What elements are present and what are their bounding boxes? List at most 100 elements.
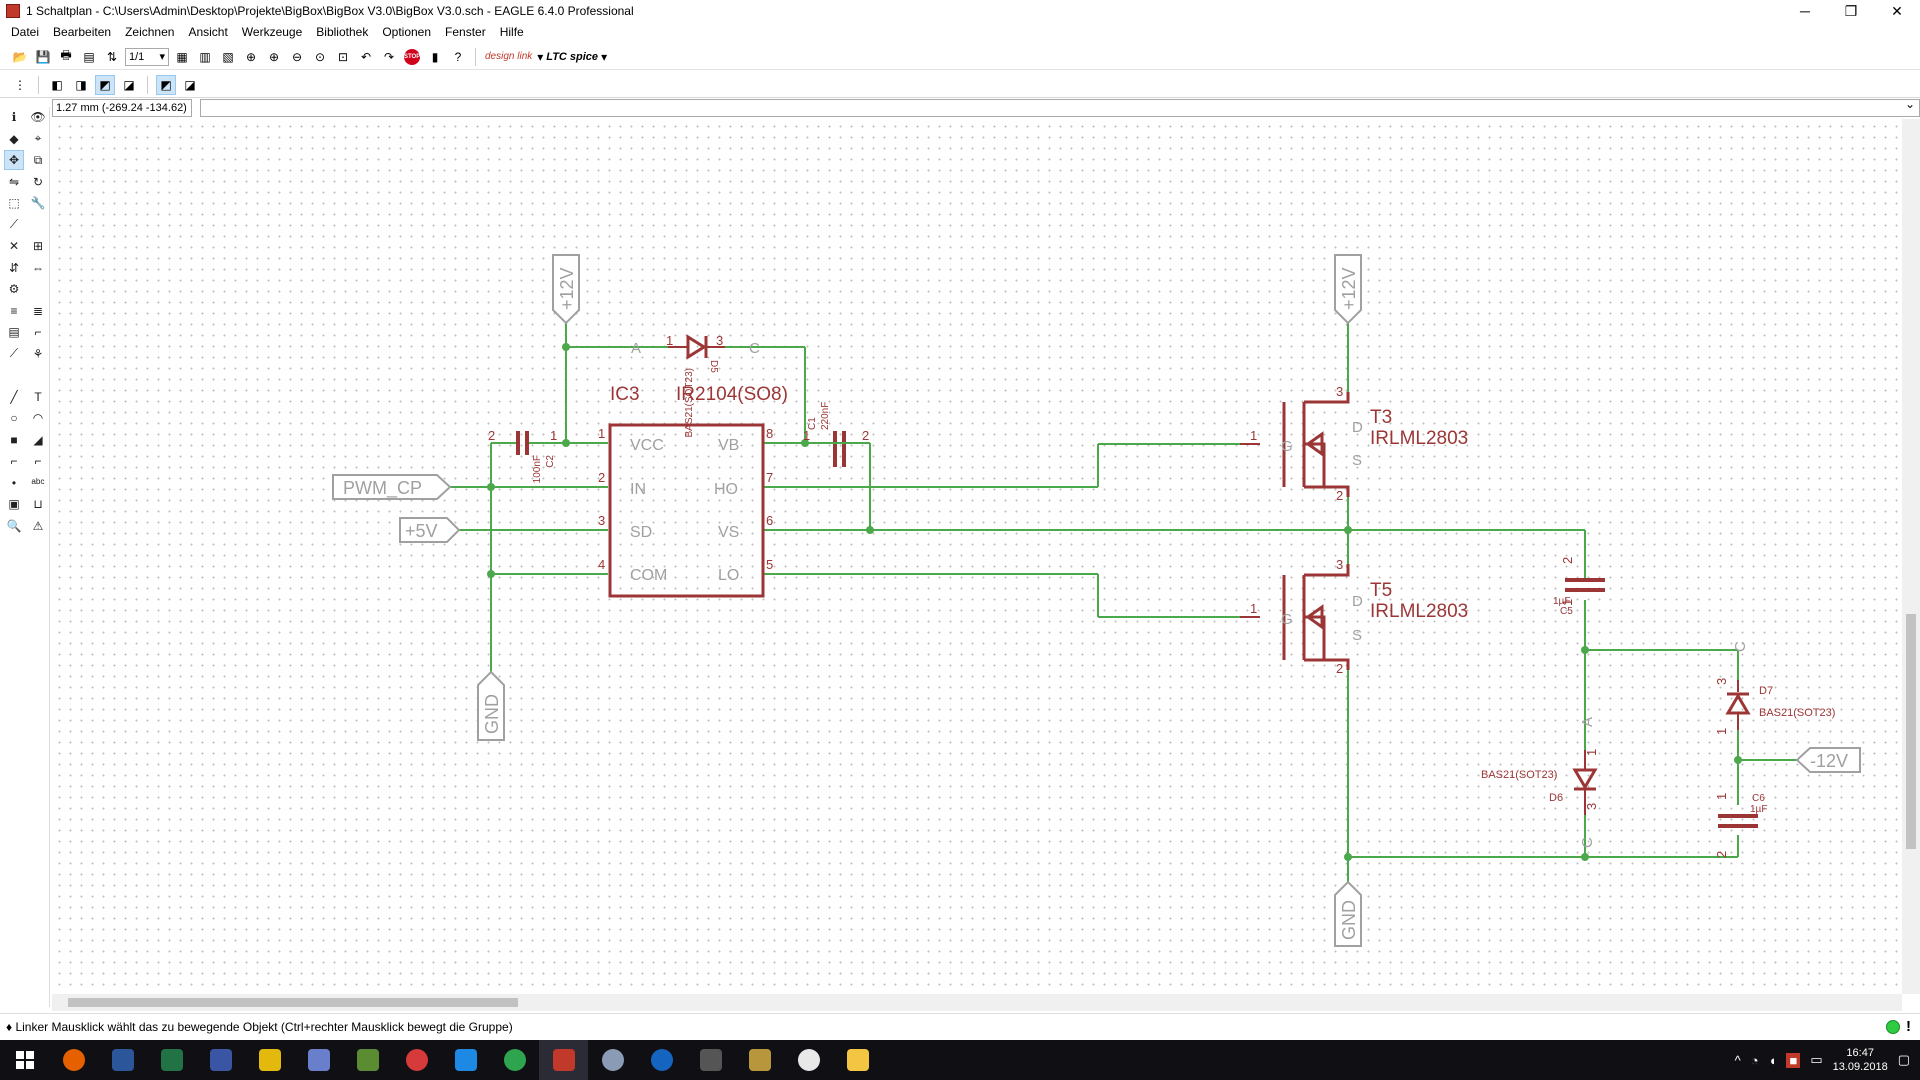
chevron-down-icon[interactable]: ▾ [601, 49, 608, 64]
menu-fenster[interactable]: Fenster [445, 25, 486, 39]
clock[interactable]: 16:47 13.09.2018 [1833, 1046, 1888, 1074]
c1-symbol[interactable]: 1 2 C1 220nF [803, 402, 870, 467]
explorer-icon[interactable] [833, 1040, 882, 1080]
menu-ansicht[interactable]: Ansicht [188, 25, 228, 39]
cam-icon[interactable]: ▤ [83, 49, 95, 64]
move-icon[interactable]: ✥ [4, 150, 24, 170]
word-icon[interactable] [98, 1040, 147, 1080]
notification-icon[interactable]: ▢ [1897, 1052, 1910, 1067]
app-red-icon[interactable] [392, 1040, 441, 1080]
pinswap-icon[interactable]: ⇵ [8, 260, 20, 275]
volume-icon[interactable]: ◖ [1768, 1052, 1777, 1068]
d6-symbol[interactable]: A C 1 3 BAS21(SOT23) D6 [1481, 717, 1599, 848]
c2-symbol[interactable]: 2 1 100nF C2 [488, 428, 557, 483]
vertical-scroll-thumb[interactable] [1906, 614, 1916, 849]
app-lol-icon[interactable] [735, 1040, 784, 1080]
rect-icon[interactable]: ■ [10, 432, 18, 447]
firefox-icon[interactable] [49, 1040, 98, 1080]
rotate-icon[interactable]: ◨ [75, 77, 87, 92]
zoom-in-icon[interactable]: ⊕ [268, 49, 280, 64]
polygon-icon[interactable]: ◢ [33, 432, 43, 447]
group-icon[interactable]: ⬚ [8, 196, 20, 210]
style-b-icon[interactable]: ◪ [123, 77, 135, 92]
ic3-symbol[interactable]: IC3 IR2104(SO8) VCC IN SD COM VB HO VS L… [598, 384, 788, 598]
show-icon[interactable]: 👁 [30, 110, 46, 124]
mark-icon[interactable]: ⌖ [34, 131, 42, 145]
group-a-icon[interactable]: ◩ [156, 74, 176, 95]
horizontal-scrollbar[interactable] [52, 994, 1902, 1011]
windows-start-icon[interactable] [0, 1040, 49, 1080]
label-12v-right[interactable]: +12V [1334, 254, 1362, 325]
invoke-icon[interactable]: ⚘ [32, 346, 44, 361]
net-icon[interactable]: ⌐ [34, 454, 42, 468]
app-green-icon[interactable] [490, 1040, 539, 1080]
print-icon[interactable]: 🖶 [60, 48, 72, 62]
go-icon[interactable]: ▮ [431, 49, 439, 64]
wire-icon[interactable]: ╱ [10, 389, 18, 404]
erc-icon[interactable]: 🔍 [6, 518, 22, 533]
group-b-icon[interactable]: ◪ [184, 77, 196, 92]
app-blue-a-icon[interactable] [441, 1040, 490, 1080]
rotate-tool-icon[interactable]: ↻ [32, 174, 44, 189]
menu-werkzeuge[interactable]: Werkzeuge [241, 25, 303, 39]
attribute-icon[interactable]: ▣ [8, 497, 20, 511]
network-app-icon[interactable] [294, 1040, 343, 1080]
app-disc-icon[interactable] [588, 1040, 637, 1080]
d5-symbol[interactable]: A C 1 3 D5 BAS21(SOT23) [631, 333, 760, 437]
text-icon[interactable]: T [34, 389, 42, 404]
chevron-up-icon[interactable]: ^ [1734, 1052, 1741, 1068]
miter-icon[interactable]: ⌐ [34, 325, 42, 339]
circle-icon[interactable]: ○ [10, 411, 18, 425]
change-icon[interactable]: 🔧 [30, 196, 46, 210]
dimension-icon[interactable]: ⊔ [33, 497, 43, 511]
sheet-select[interactable]: 1/1 [125, 47, 169, 66]
mirror-tool-icon[interactable]: ⇋ [8, 174, 20, 189]
grid-icon[interactable]: ⋮ [14, 77, 26, 92]
app-tray-icon[interactable]: ■ [1786, 1052, 1801, 1068]
info-icon[interactable]: ℹ [11, 110, 17, 124]
app-tank-icon[interactable] [686, 1040, 735, 1080]
eagle-taskbar-icon[interactable] [539, 1040, 588, 1080]
menu-optionen[interactable]: Optionen [382, 25, 432, 39]
zoom-out-icon[interactable]: ⊖ [291, 49, 303, 64]
itunes-icon[interactable] [784, 1040, 833, 1080]
label-5v[interactable]: +5V [399, 517, 461, 543]
redo-icon[interactable]: ↷ [383, 49, 395, 64]
ltc-spice-logo[interactable]: LTC spice [546, 50, 599, 63]
menu-bibliothek[interactable]: Bibliothek [316, 25, 369, 39]
menu-zeichnen[interactable]: Zeichnen [125, 25, 175, 39]
menu-datei[interactable]: Datei [11, 25, 40, 39]
app-flag-icon[interactable] [245, 1040, 294, 1080]
open-icon[interactable]: 📂 [12, 49, 28, 64]
junction-icon[interactable]: • [11, 475, 17, 490]
replace-icon[interactable]: ⇔ [32, 260, 44, 275]
label-12v-left[interactable]: +12V [552, 254, 580, 325]
board-switch-icon[interactable]: ⇅ [106, 49, 118, 64]
battery-icon[interactable]: ▭ [1810, 1052, 1823, 1067]
zoom-fit-icon[interactable]: ⊕ [245, 49, 257, 64]
label-gnd-left[interactable]: GND [477, 670, 505, 741]
split-icon[interactable]: ⟋ [9, 346, 19, 360]
label-gnd-right[interactable]: GND [1334, 880, 1362, 947]
minimize-button[interactable]: ─ [1800, 3, 1810, 19]
zoom-select-icon[interactable]: ⊡ [337, 49, 349, 64]
menu-hilfe[interactable]: Hilfe [499, 25, 524, 39]
exclamation-icon[interactable]: ! [1906, 1018, 1911, 1035]
chevron-down-icon[interactable]: ▾ [537, 49, 544, 64]
paste-icon[interactable]: ⟋ [9, 217, 19, 231]
redraw-icon[interactable]: ⊙ [314, 49, 326, 64]
mirror-icon[interactable]: ◧ [51, 77, 63, 92]
value-icon[interactable]: ≣ [32, 303, 44, 318]
c5-symbol[interactable]: 2 1 1µF C5 [1553, 557, 1605, 617]
stop-icon[interactable]: STOP [402, 47, 422, 67]
visio-icon[interactable] [196, 1040, 245, 1080]
name-icon[interactable]: ≡ [10, 303, 18, 318]
schematic-canvas[interactable]: IC3 IR2104(SO8) VCC IN SD COM VB HO VS L… [52, 119, 1902, 994]
command-input[interactable] [200, 97, 1920, 117]
label-neg12v[interactable]: -12V [1795, 747, 1861, 773]
t3-symbol[interactable]: G D S 1 3 2 T3 IRLML2803 [1240, 384, 1468, 503]
ulp-icon[interactable]: ▧ [222, 49, 234, 64]
library-icon[interactable]: ▦ [176, 49, 188, 64]
wifi-icon[interactable]: ◔ [1750, 1052, 1759, 1068]
t5-symbol[interactable]: G D S 1 3 2 T5 IRLML2803 [1240, 557, 1468, 676]
